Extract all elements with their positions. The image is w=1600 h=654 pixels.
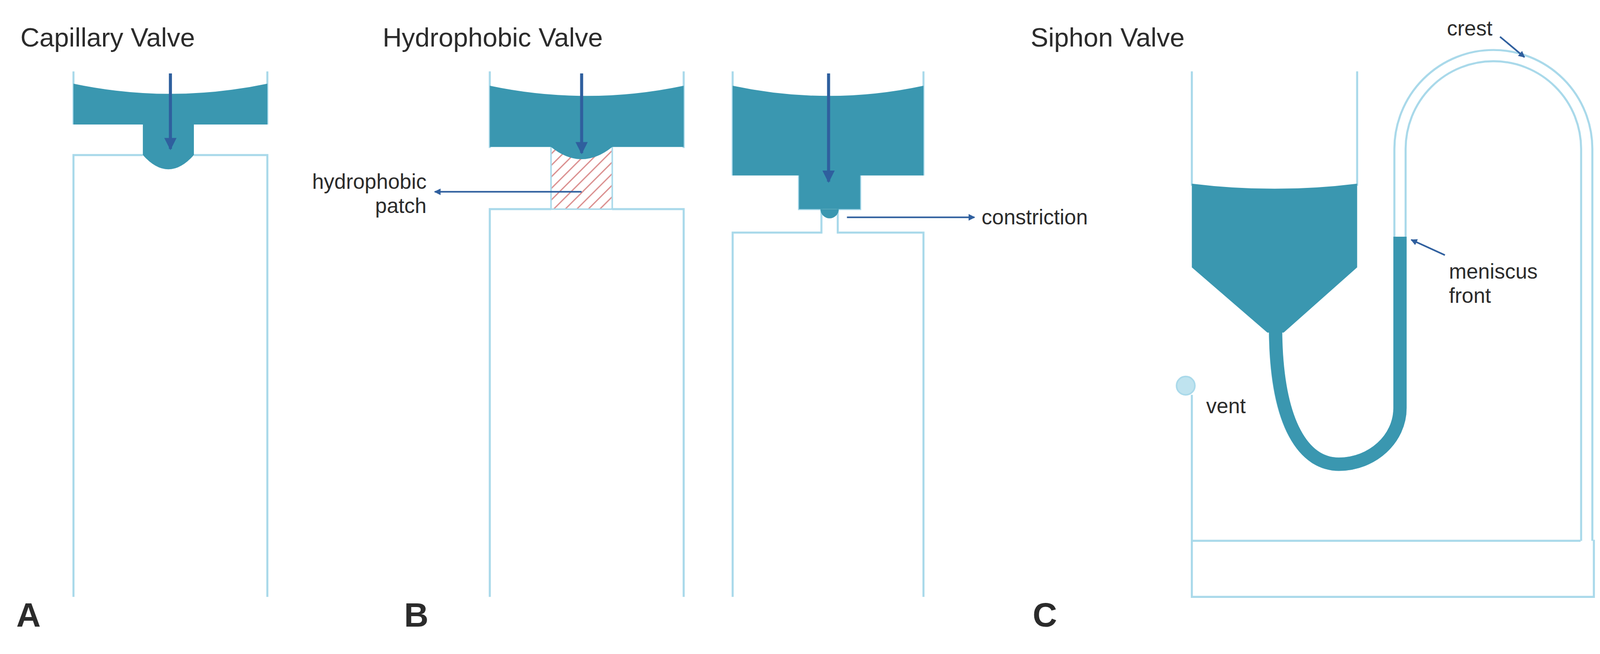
panel-title: Hydrophobic Valve: [382, 22, 604, 53]
leader-arrow: [1500, 36, 1525, 58]
panel-title: Siphon Valve: [1030, 22, 1185, 53]
part-label: meniscus front: [1448, 259, 1538, 308]
leader-arrow: [434, 191, 582, 193]
liquid: [489, 85, 684, 160]
siphon-valve: [1176, 55, 1595, 598]
hydrophobic-valve: [489, 71, 684, 598]
part-label: hydrophobic patch: [312, 169, 427, 219]
panel-letter: B: [404, 595, 429, 635]
liquid: [1191, 183, 1357, 334]
leader-arrow: [846, 216, 975, 219]
capillary-valve: [73, 71, 268, 598]
panel-letter: C: [1032, 595, 1057, 635]
leader-arrow: [1411, 239, 1445, 256]
meniscus: [820, 209, 839, 219]
constriction-valve: [732, 71, 924, 598]
part-label: constriction: [981, 205, 1089, 230]
part-label: crest: [1447, 16, 1493, 41]
flow-arrow: [168, 73, 172, 150]
part-label: vent: [1206, 394, 1246, 419]
flow-arrow: [580, 73, 584, 153]
flow-arrow: [827, 73, 831, 182]
panel-title: Capillary Valve: [20, 22, 196, 53]
panel-letter: A: [16, 595, 41, 635]
